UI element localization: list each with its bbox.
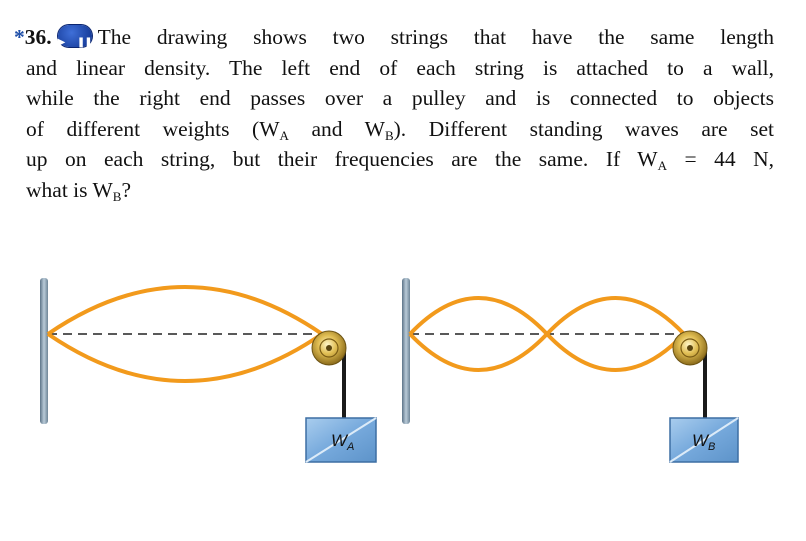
pulley-b bbox=[672, 330, 708, 366]
weight-b-label: WB bbox=[692, 431, 715, 453]
weight-block-a: WA bbox=[305, 417, 377, 463]
weight-a-label: WA bbox=[331, 431, 354, 453]
wall-b bbox=[402, 278, 410, 424]
problem-number: 36. bbox=[24, 25, 52, 49]
string-b-wave-2 bbox=[408, 296, 686, 372]
problem-text: *36.▶❚❚The drawing shows two strings tha… bbox=[14, 22, 774, 205]
problem-line-3: while the right end passes over a pulley… bbox=[26, 86, 774, 110]
problem-line-6: what is WB? bbox=[26, 177, 132, 204]
weight-block-b: WB bbox=[669, 417, 739, 463]
string-b-setup: WB bbox=[402, 278, 739, 463]
string-a-setup: WA bbox=[40, 278, 377, 463]
string-a-upper bbox=[46, 285, 324, 336]
problem-line-2: and linear density. The left end of each… bbox=[26, 55, 774, 80]
problem-line-4: of different weights (WA and WB). Differ… bbox=[26, 116, 774, 143]
problem-line-1: *36.▶❚❚The drawing shows two strings tha… bbox=[14, 25, 774, 49]
pulley-a bbox=[311, 330, 347, 366]
wall-a bbox=[40, 278, 48, 424]
standing-waves-figure: WA WB bbox=[40, 278, 739, 463]
star-marker: * bbox=[14, 25, 25, 49]
problem-line-5: up on each string, but their frequencies… bbox=[26, 147, 775, 173]
play-pause-icon[interactable]: ▶❚❚ bbox=[57, 25, 93, 48]
string-a-lower bbox=[46, 332, 324, 383]
